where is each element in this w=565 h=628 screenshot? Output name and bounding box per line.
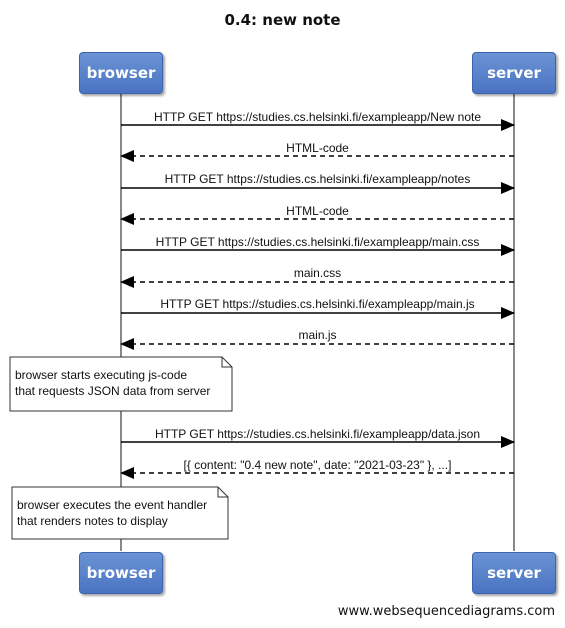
message-label: [{ content: "0.4 new note", date: "2021-… bbox=[183, 458, 452, 472]
message-label: HTTP GET https://studies.cs.helsinki.fi/… bbox=[153, 110, 482, 124]
note-line: browser starts executing js-code bbox=[15, 368, 188, 382]
note-line: browser executes the event handler bbox=[17, 498, 208, 512]
note-fold bbox=[221, 357, 232, 368]
note-fold bbox=[217, 487, 228, 498]
footer-credit: www.websequencediagrams.com bbox=[337, 604, 555, 619]
message-label: HTTP GET https://studies.cs.helsinki.fi/… bbox=[154, 427, 481, 441]
server-actor-bottom: server bbox=[472, 552, 556, 594]
note-line: that renders notes to display bbox=[17, 514, 168, 528]
browser-actor-bottom: browser bbox=[79, 552, 163, 594]
note-event-handler: browser executes the event handler that … bbox=[17, 497, 207, 529]
message-label: HTML-code bbox=[286, 204, 349, 218]
message-label: HTTP GET https://studies.cs.helsinki.fi/… bbox=[160, 297, 475, 311]
note-box bbox=[9, 356, 233, 412]
message-label: main.css bbox=[293, 266, 342, 280]
note-line: that requests JSON data from server bbox=[15, 384, 211, 398]
diagram-title: 0.4: new note bbox=[224, 11, 341, 29]
message-label: HTTP GET https://studies.cs.helsinki.fi/… bbox=[164, 172, 471, 186]
note-js-execution: browser starts executing js-code that re… bbox=[15, 367, 210, 399]
browser-actor-top: browser bbox=[79, 52, 163, 94]
message-label: HTTP GET https://studies.cs.helsinki.fi/… bbox=[155, 235, 480, 249]
note-box bbox=[11, 486, 229, 540]
message-label: main.js bbox=[298, 328, 337, 342]
message-label: HTML-code bbox=[286, 141, 349, 155]
server-actor-top: server bbox=[472, 52, 556, 94]
